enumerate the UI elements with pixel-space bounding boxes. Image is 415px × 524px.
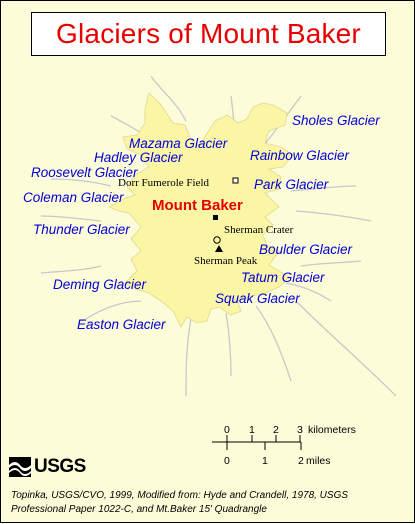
credit-line-1: Topinka, USGS/CVO, 1999, Modified from: …: [11, 490, 349, 501]
credit-line-2: Professional Paper 1022-C, and Mt.Baker …: [11, 504, 267, 515]
scale-mi-1: 1: [262, 455, 268, 467]
glacier-ice: [108, 92, 294, 328]
label-dorr-fumerole-field: Dorr Fumerole Field: [118, 177, 210, 189]
scale-km-0: 0: [224, 424, 230, 436]
scale-km-1: 1: [249, 424, 255, 436]
scale-km-3: 3: [297, 424, 303, 436]
label-coleman-glacier: Coleman Glacier: [23, 190, 124, 205]
peak-marker: [215, 245, 223, 252]
label-squak-glacier: Squak Glacier: [215, 291, 300, 306]
label-rainbow-glacier: Rainbow Glacier: [250, 148, 350, 163]
usgs-wave-icon: [9, 457, 31, 477]
map-title: Glaciers of Mount Baker: [56, 18, 361, 49]
label-mount-baker: Mount Baker: [152, 197, 243, 214]
scale-mi-0: 0: [224, 455, 230, 467]
scale-mi-2: 2: [298, 455, 304, 467]
usgs-logo: USGS: [9, 456, 86, 478]
streams: [40, 75, 397, 397]
usgs-logo-text: USGS: [34, 456, 86, 477]
dorr-marker: [232, 177, 239, 184]
crater-marker: [213, 236, 221, 244]
summit-marker: [213, 215, 218, 220]
scale-km-2: 2: [273, 424, 279, 436]
label-sherman-crater: Sherman Crater: [224, 224, 294, 236]
label-boulder-glacier: Boulder Glacier: [259, 242, 353, 257]
label-roosevelt-glacier: Roosevelt Glacier: [31, 165, 138, 180]
label-sherman-peak: Sherman Peak: [194, 255, 258, 267]
label-sholes-glacier: Sholes Glacier: [292, 113, 380, 128]
scale-km-unit: kilometers: [308, 424, 356, 436]
title-box: Glaciers of Mount Baker: [31, 12, 386, 56]
scale-mi-unit: miles: [306, 455, 331, 467]
label-hadley-glacier: Hadley Glacier: [94, 150, 183, 165]
label-tatum-glacier: Tatum Glacier: [241, 270, 325, 285]
label-deming-glacier: Deming Glacier: [53, 277, 147, 292]
label-mazama-glacier: Mazama Glacier: [129, 136, 228, 151]
label-easton-glacier: Easton Glacier: [77, 317, 166, 332]
credit-text: Topinka, USGS/CVO, 1999, Modified from: …: [11, 489, 411, 517]
label-park-glacier: Park Glacier: [254, 177, 329, 192]
label-thunder-glacier: Thunder Glacier: [33, 222, 130, 237]
scale-bar: 0 1 2 3 kilometers 0 1 2 miles: [212, 424, 356, 467]
